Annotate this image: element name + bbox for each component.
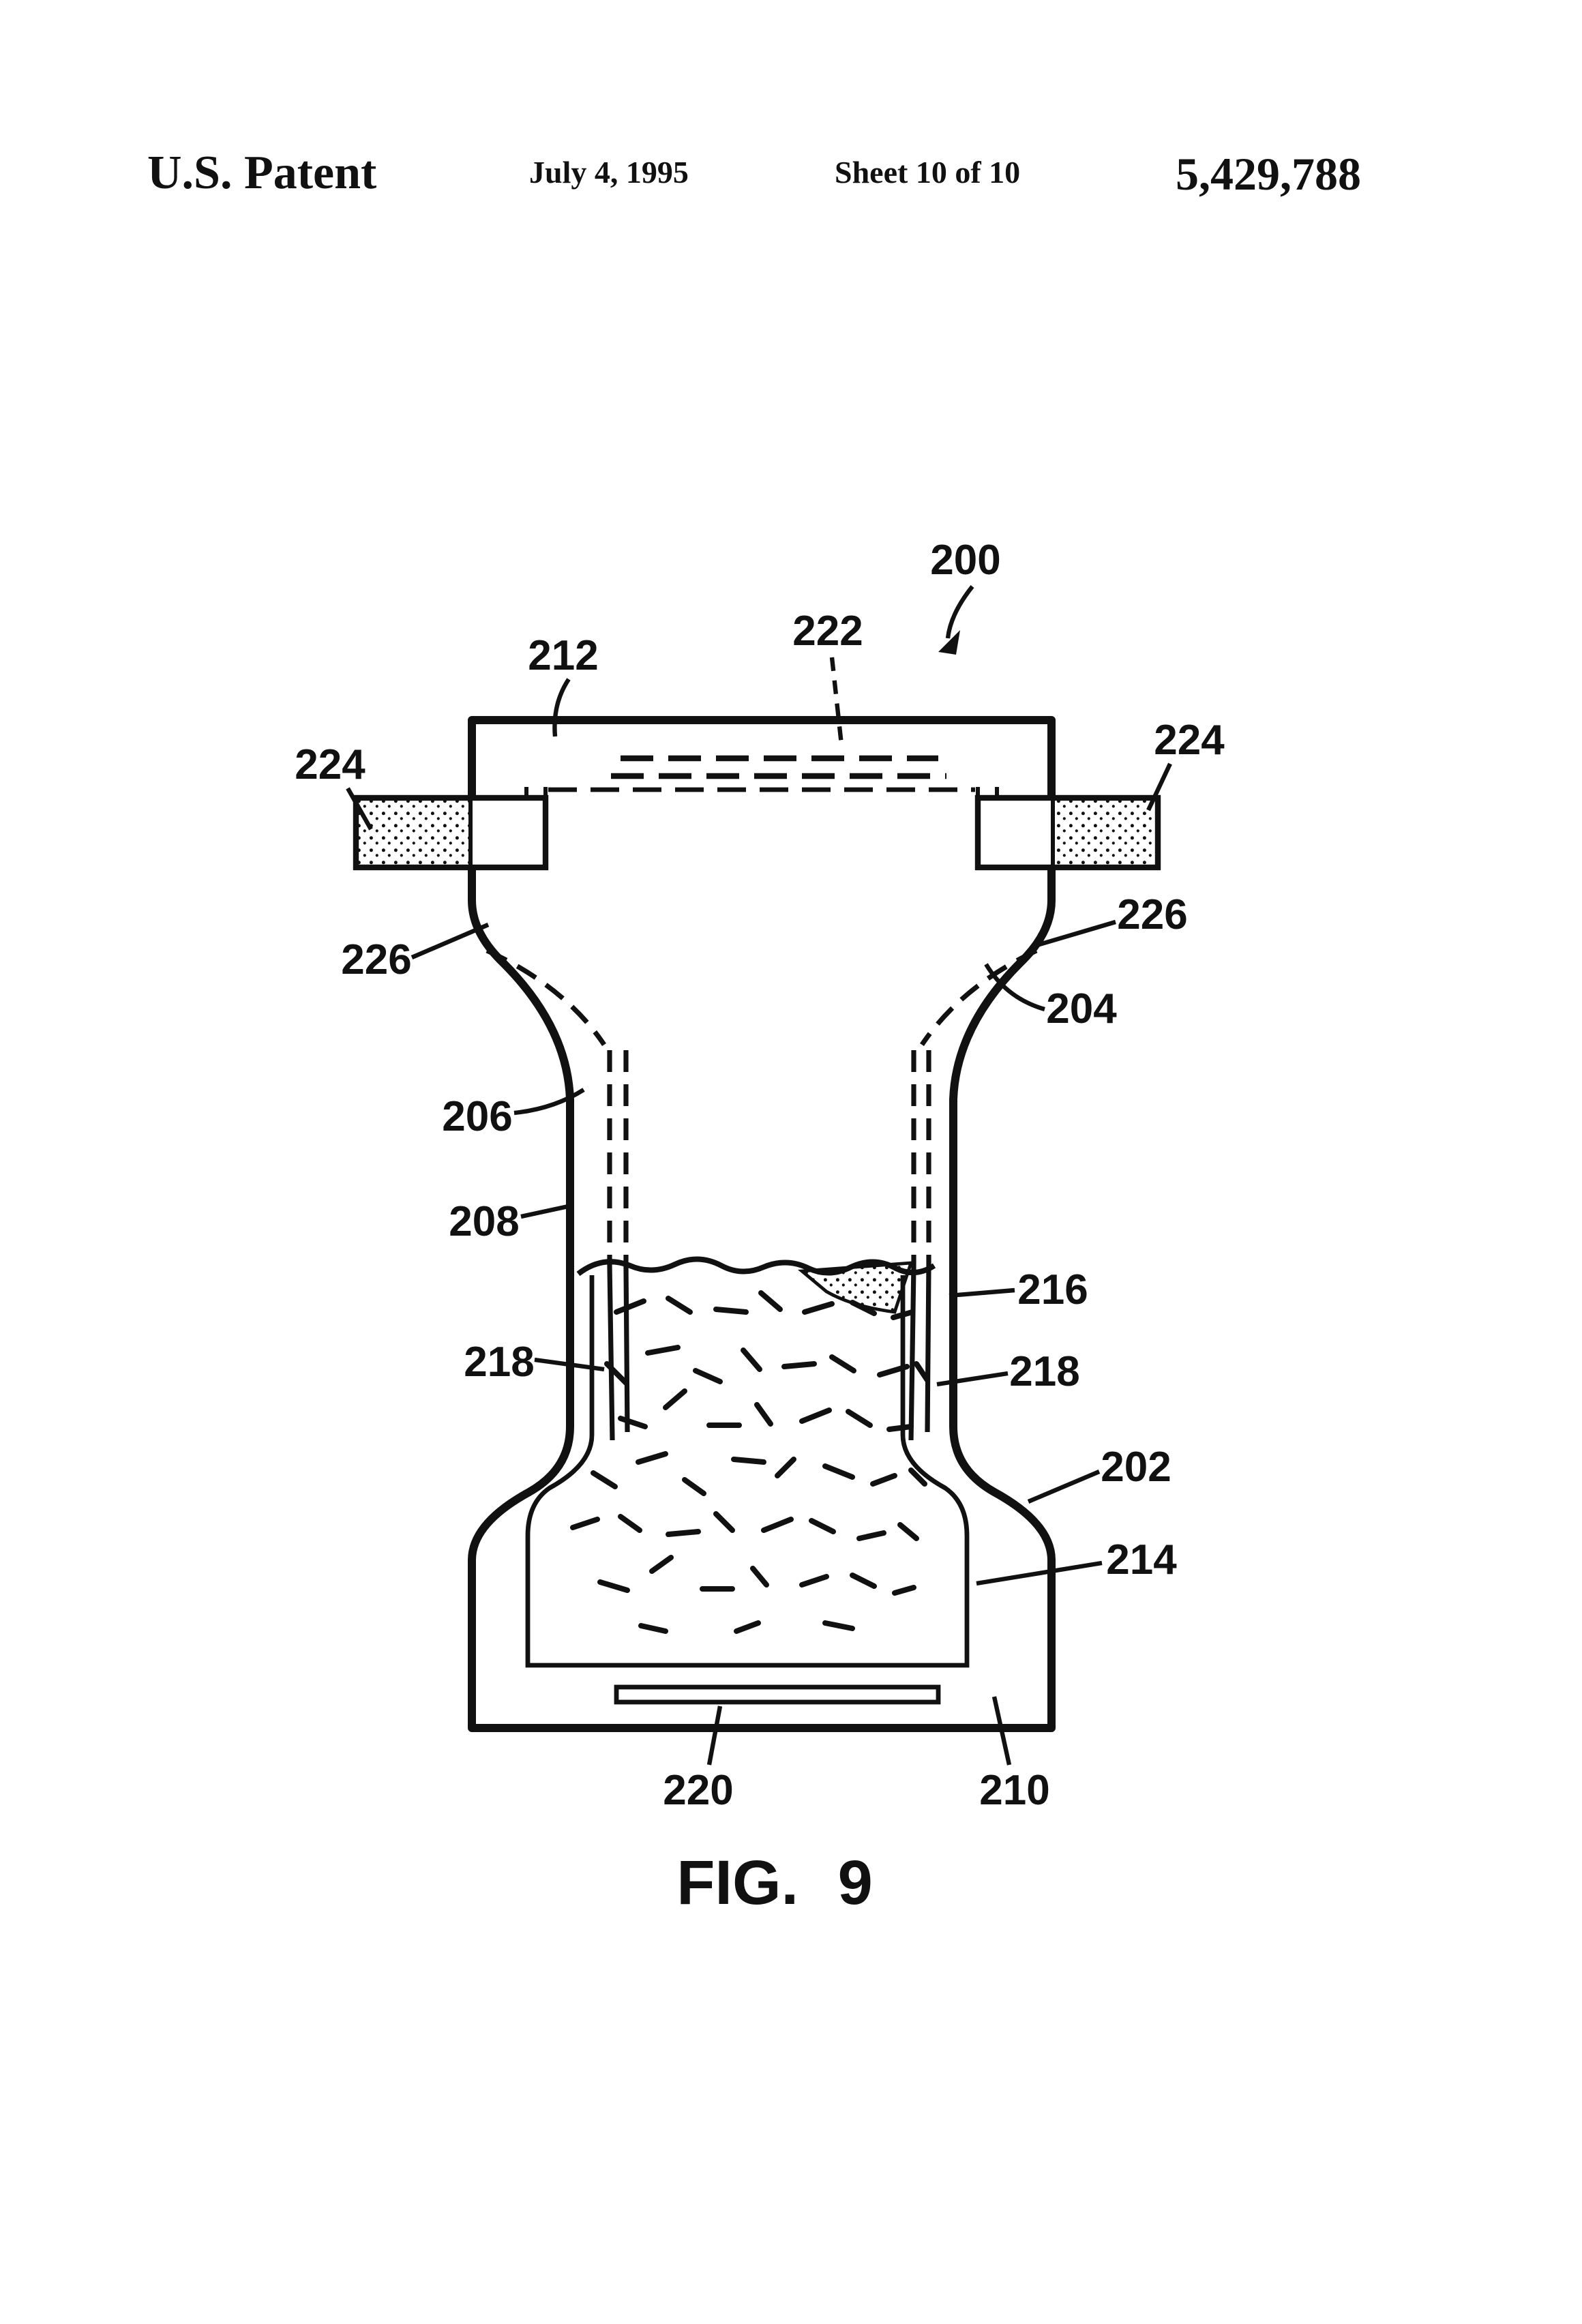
leader-222 [829, 657, 844, 745]
leader-202 [1027, 1470, 1101, 1504]
inner-liner-outline [525, 1275, 970, 1668]
ref-label-220: 220 [663, 1767, 733, 1814]
ref-label-212: 212 [528, 632, 598, 679]
leader-218-right [936, 1371, 1009, 1387]
ref-label-222: 222 [792, 608, 863, 655]
patent-title: U.S. Patent [147, 147, 376, 199]
tab-left-stipple [359, 801, 471, 865]
leader-224-left [346, 787, 373, 831]
ref-label-218-left: 218 [464, 1339, 534, 1386]
ref-label-224-left: 224 [295, 741, 365, 788]
ref-label-216: 216 [1017, 1266, 1088, 1313]
ref-label-202: 202 [1101, 1444, 1171, 1491]
patent-date: July 4, 1995 [529, 155, 689, 190]
ref-label-204: 204 [1046, 985, 1117, 1032]
figure-caption: FIG. 9 [676, 1848, 873, 1918]
leader-226-right [1032, 919, 1116, 949]
ref-label-214: 214 [1106, 1536, 1177, 1583]
ref-label-218-right: 218 [1009, 1348, 1079, 1395]
patent-number: 5,429,788 [1176, 148, 1361, 200]
leader-200-arrowhead [938, 630, 960, 655]
leader-220 [706, 1705, 723, 1766]
reference-labels: 200 222 212 224 224 226 226 204 206 208 … [295, 537, 1225, 1814]
core-fluff-texture [570, 1290, 930, 1634]
ref-label-224-right: 224 [1154, 717, 1225, 764]
diaper-outer-outline [468, 716, 1056, 1732]
patent-header: U.S. Patent July 4, 1995 Sheet 10 of 10 … [147, 147, 1361, 200]
ref-label-206: 206 [442, 1093, 512, 1140]
ref-label-208: 208 [449, 1198, 519, 1245]
fastening-tab-right [974, 794, 1161, 871]
landing-strip [614, 1684, 941, 1705]
leader-226-left [411, 923, 490, 959]
leader-218-left [534, 1357, 605, 1372]
leader-214 [976, 1560, 1103, 1586]
leader-lines [346, 585, 1172, 1766]
fastening-tab-left [353, 794, 549, 871]
figure-9-drawing: 200 222 212 224 224 226 226 204 206 208 … [295, 537, 1225, 1918]
leader-216 [949, 1287, 1015, 1298]
leader-206 [513, 1088, 585, 1116]
leader-204 [984, 963, 1045, 1012]
leader-208 [520, 1203, 572, 1219]
leg-cuff-right [911, 948, 1038, 1266]
leader-224-right [1146, 762, 1172, 811]
leader-212 [552, 678, 571, 737]
ref-label-200: 200 [930, 537, 1000, 584]
leader-200 [945, 585, 974, 639]
patent-sheet-number: Sheet 10 of 10 [835, 155, 1020, 190]
core-top-edge [576, 1256, 936, 1277]
leader-210 [991, 1696, 1012, 1766]
waist-elastic-dashes [611, 755, 946, 779]
ref-label-226-right: 226 [1117, 891, 1187, 938]
ref-label-226-left: 226 [341, 936, 411, 983]
cuff-solid-lines [607, 1265, 931, 1441]
ref-label-210: 210 [979, 1767, 1049, 1814]
tab-right-stipple [1053, 801, 1155, 865]
leg-cuff-left [486, 948, 629, 1266]
